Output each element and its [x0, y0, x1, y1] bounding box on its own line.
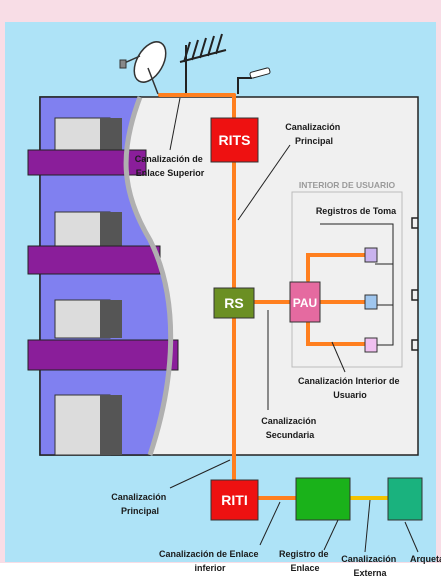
svg-text:PAU: PAU	[293, 296, 317, 310]
registro-toma-2	[364, 294, 378, 310]
rs-node: RS	[213, 287, 255, 319]
building-windows	[54, 117, 122, 456]
label-arqueta: Arqueta	[410, 554, 441, 564]
radio-antenna-icon	[237, 67, 271, 94]
cutaway-curve	[123, 96, 174, 456]
pau-node: PAU	[289, 281, 321, 323]
rits-node: RITS	[210, 117, 259, 163]
registro-toma-1	[364, 247, 378, 263]
bottom-strip	[0, 563, 441, 583]
label-enlace-inferior: Canalización de Enlace inferior	[159, 549, 261, 573]
label-secundaria: Canalización Secundaria	[261, 416, 319, 440]
interior-usuario-box	[291, 191, 403, 368]
label-principal-top: Canalización Principal	[285, 122, 343, 146]
riti-node: RITI	[210, 479, 259, 521]
tv-antenna-icon	[179, 33, 227, 94]
building-balconies	[27, 149, 179, 371]
svg-text:RITI: RITI	[221, 492, 247, 508]
label-externa: Canalización Externa	[341, 554, 399, 578]
label-interior-usuario-title: INTERIOR DE USUARIO	[299, 180, 396, 190]
leader-lines	[169, 97, 419, 553]
pipes	[158, 93, 367, 500]
svg-text:RITS: RITS	[219, 132, 251, 148]
wall-outlet-notches	[411, 217, 418, 351]
satellite-dish-icon	[119, 41, 167, 95]
label-registros-toma: Registros de Toma	[316, 206, 397, 216]
label-interior-usuario: Canalización Interior de Usuario	[298, 376, 402, 400]
registro-toma-3	[364, 337, 378, 353]
label-enlace-superior: Canalización de Enlace Superior	[135, 154, 206, 178]
registro-enlace-box	[295, 477, 351, 521]
label-registro-enlace: Registro de Enlace	[279, 549, 331, 573]
svg-text:RS: RS	[224, 295, 243, 311]
arqueta-box	[387, 477, 423, 521]
label-principal-bottom: Canalización Principal	[111, 492, 169, 516]
